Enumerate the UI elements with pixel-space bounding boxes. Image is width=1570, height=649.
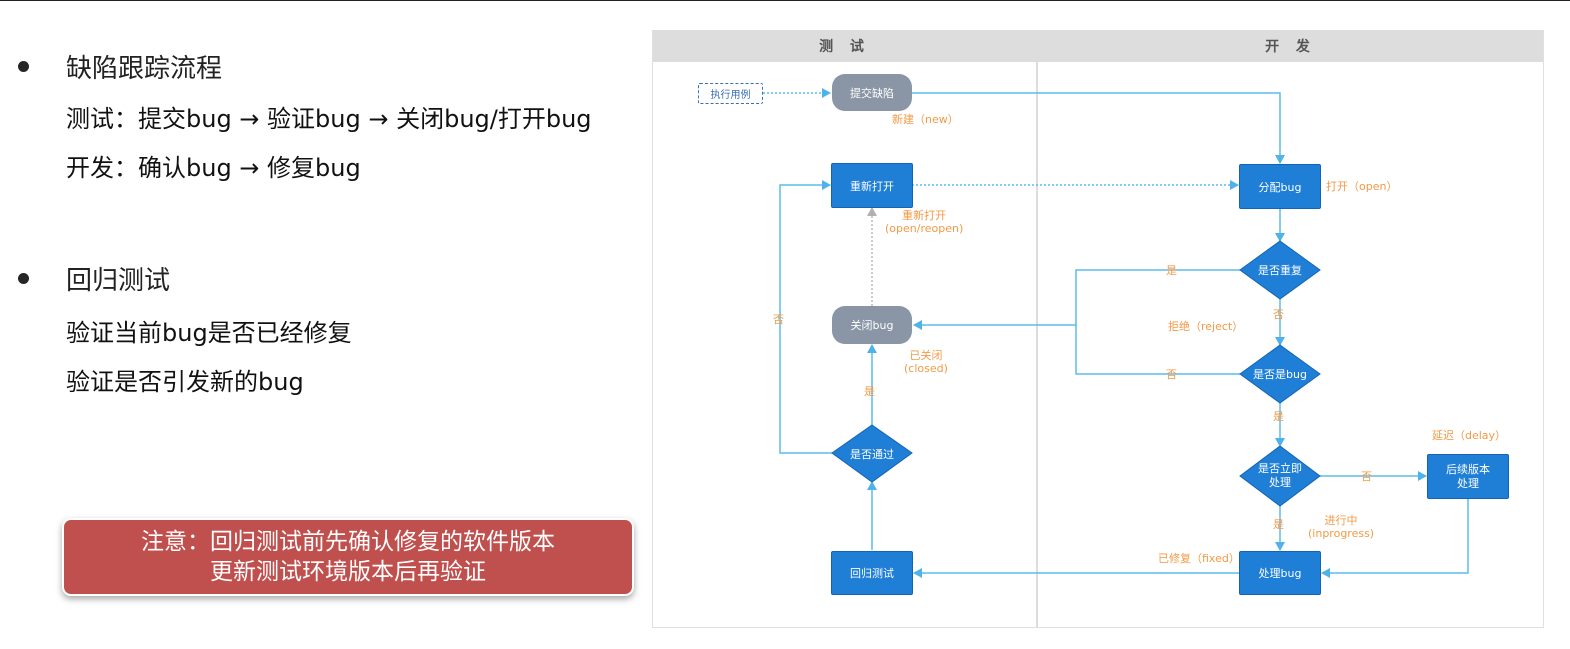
label-pass-no: 否 — [773, 313, 784, 326]
node-is-bug-label: 是否是bug — [1253, 368, 1307, 381]
node-reopen: 重新打开 — [831, 163, 913, 208]
node-immediate-label: 是否立即 处理 — [1240, 446, 1320, 506]
decision-immediate — [1239, 445, 1321, 507]
label-duplicate-no: 否 — [1273, 308, 1284, 321]
note-line-1: 注意：回归测试前先确认修复的软件版本 — [141, 529, 555, 555]
label-reject: 拒绝（reject） — [1168, 320, 1244, 333]
label-inprogress: 进行中 (inprogress) — [1308, 514, 1374, 540]
edge-submit-assign — [912, 92, 1285, 164]
diagram-canvas — [652, 30, 1544, 628]
label-isbug-yes: 是 — [1273, 410, 1284, 423]
regression-line-2: 验证是否引发新的bug — [66, 368, 304, 396]
defect-flow-diagram: 测 试 开 发 执行用例 提交缺陷 重新打开 关闭bug 是否通过 回归测试 分… — [652, 30, 1544, 628]
immediate-line-2: 处理 — [1269, 476, 1291, 489]
decision-duplicate — [1239, 240, 1321, 300]
bullet-title: 缺陷跟踪流程 — [66, 54, 223, 84]
node-submit-defect: 提交缺陷 — [832, 74, 912, 111]
note-line-2: 更新测试环境版本后再验证 — [210, 559, 486, 585]
label-delay: 延迟（delay） — [1432, 429, 1507, 442]
regression-line-1: 验证当前bug是否已经修复 — [66, 319, 352, 347]
note-box: 注意：回归测试前先确认修复的软件版本 更新测试环境版本后再验证 — [62, 518, 634, 596]
edge-pass-reopen — [779, 180, 832, 454]
label-duplicate-yes: 是 — [1166, 264, 1177, 277]
bullet-defect-tracking: 缺陷跟踪流程 — [18, 48, 222, 85]
label-new: 新建（new） — [892, 113, 959, 126]
label-reopen: 重新打开 (open/reopen) — [885, 209, 963, 235]
immediate-line-1: 是否立即 — [1258, 462, 1302, 475]
bullet-dot — [18, 273, 29, 284]
node-pass-label: 是否通过 — [850, 447, 894, 461]
edge-isbug-close — [1075, 325, 1240, 375]
bullet-regression: 回归测试 — [18, 260, 170, 297]
node-duplicate-label: 是否重复 — [1258, 264, 1302, 277]
lane-header-dev: 开 发 — [1038, 30, 1543, 62]
label-closed-line-2: (closed) — [904, 362, 948, 375]
decision-pass — [831, 424, 913, 483]
later-line-2: 处理 — [1457, 476, 1479, 490]
label-immediate-no: 否 — [1361, 470, 1372, 483]
dev-flow-line: 开发：确认bug → 修复bug — [66, 154, 361, 182]
node-handle-bug: 处理bug — [1239, 551, 1321, 595]
decision-is-bug — [1239, 344, 1321, 404]
label-isbug-no: 否 — [1166, 368, 1177, 381]
edge-later-handle — [1321, 498, 1469, 578]
lane-header-test: 测 试 — [653, 30, 1036, 62]
label-inprogress-line-2: (inprogress) — [1308, 527, 1375, 540]
node-assign-bug: 分配bug — [1239, 164, 1321, 209]
label-reopen-line-2: (open/reopen) — [885, 222, 964, 235]
edge-duplicate-close — [913, 269, 1240, 330]
label-immediate-yes: 是 — [1273, 518, 1284, 531]
label-fixed: 已修复（fixed） — [1158, 552, 1240, 565]
node-later-version: 后续版本 处理 — [1427, 454, 1509, 499]
diagram-frame — [652, 30, 1544, 628]
bullet-dot — [18, 61, 29, 72]
label-pass-yes: 是 — [864, 385, 875, 398]
label-open: 打开（open） — [1326, 180, 1398, 193]
label-closed: 已关闭 (closed) — [904, 349, 948, 375]
test-flow-line: 测试：提交bug → 验证bug → 关闭bug/打开bug — [66, 105, 592, 133]
top-rule — [0, 0, 1570, 1]
later-line-1: 后续版本 — [1446, 462, 1490, 476]
label-closed-line-1: 已关闭 — [909, 349, 943, 362]
node-close-bug: 关闭bug — [832, 306, 912, 344]
node-execute-testcase: 执行用例 — [698, 83, 763, 104]
label-reopen-line-1: 重新打开 — [902, 209, 947, 222]
bullet-title: 回归测试 — [66, 266, 171, 296]
label-inprogress-line-1: 进行中 — [1324, 514, 1358, 527]
node-regression-test: 回归测试 — [831, 551, 913, 595]
